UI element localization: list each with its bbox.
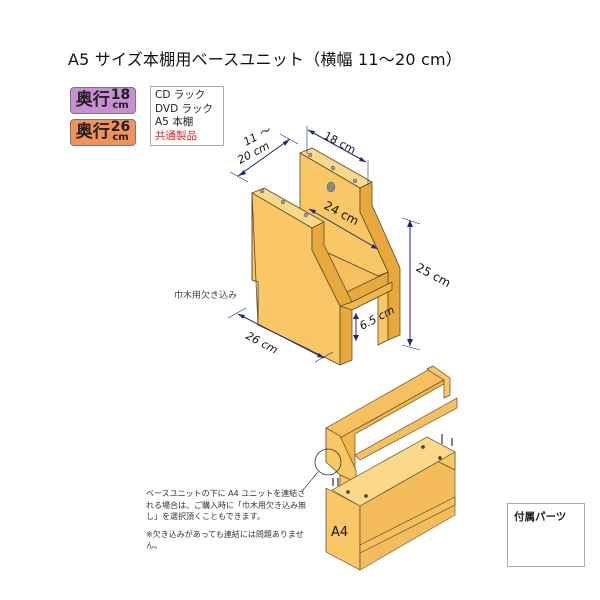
depth-18-badge: 奥行 18 cm: [70, 87, 136, 114]
compat-item: DVD ラック: [155, 102, 214, 115]
depth-label: 奥行: [75, 90, 110, 110]
note-paragraph: ※欠き込みがあっても連結には問題ありません。: [146, 529, 304, 551]
arrowheads: [238, 130, 413, 358]
depth-unit: cm: [112, 132, 129, 144]
compatibility-box: CD ラック DVD ラック A5 本棚 共通製品: [150, 86, 224, 146]
included-parts-box: 付属パーツ: [507, 503, 585, 567]
notch-label: 巾木用欠き込み: [174, 291, 238, 301]
top-depth-label: 18 cm: [322, 129, 358, 157]
notch-leader-line: [302, 471, 319, 491]
depth-number: 18: [110, 87, 131, 104]
base-unit-illustration: [251, 147, 401, 366]
bottom-depth-label: 26 cm: [244, 329, 280, 357]
depth-26-badge: 奥行 26 cm: [70, 119, 136, 146]
compat-highlight: 共通製品: [155, 129, 197, 142]
dimension-lines: [227, 126, 421, 363]
parts-title: 付属パーツ: [514, 511, 567, 523]
depth-number: 26: [110, 119, 131, 136]
height-label: 25 cm: [414, 260, 454, 290]
a4-unit-label: A4: [331, 525, 348, 540]
depth-label: 奥行: [75, 122, 110, 142]
assembly-illustration: [325, 365, 458, 571]
compat-item: A5 本棚: [155, 116, 194, 128]
note-paragraph: ベースユニットの下に A4 ユニットを連結される場合は、ご購入時に「巾木用欠き込…: [146, 489, 306, 521]
compat-item: CD ラック: [155, 89, 206, 101]
page-title: A5 サイズ本棚用ベースユニット（横幅 11～20 cm）: [68, 50, 463, 69]
connection-note: ベースユニットの下に A4 ユニットを連結される場合は、ご購入時に「巾木用欠き込…: [146, 488, 306, 558]
depth-unit: cm: [112, 100, 129, 112]
notch-magnifier-circle: [314, 448, 342, 476]
